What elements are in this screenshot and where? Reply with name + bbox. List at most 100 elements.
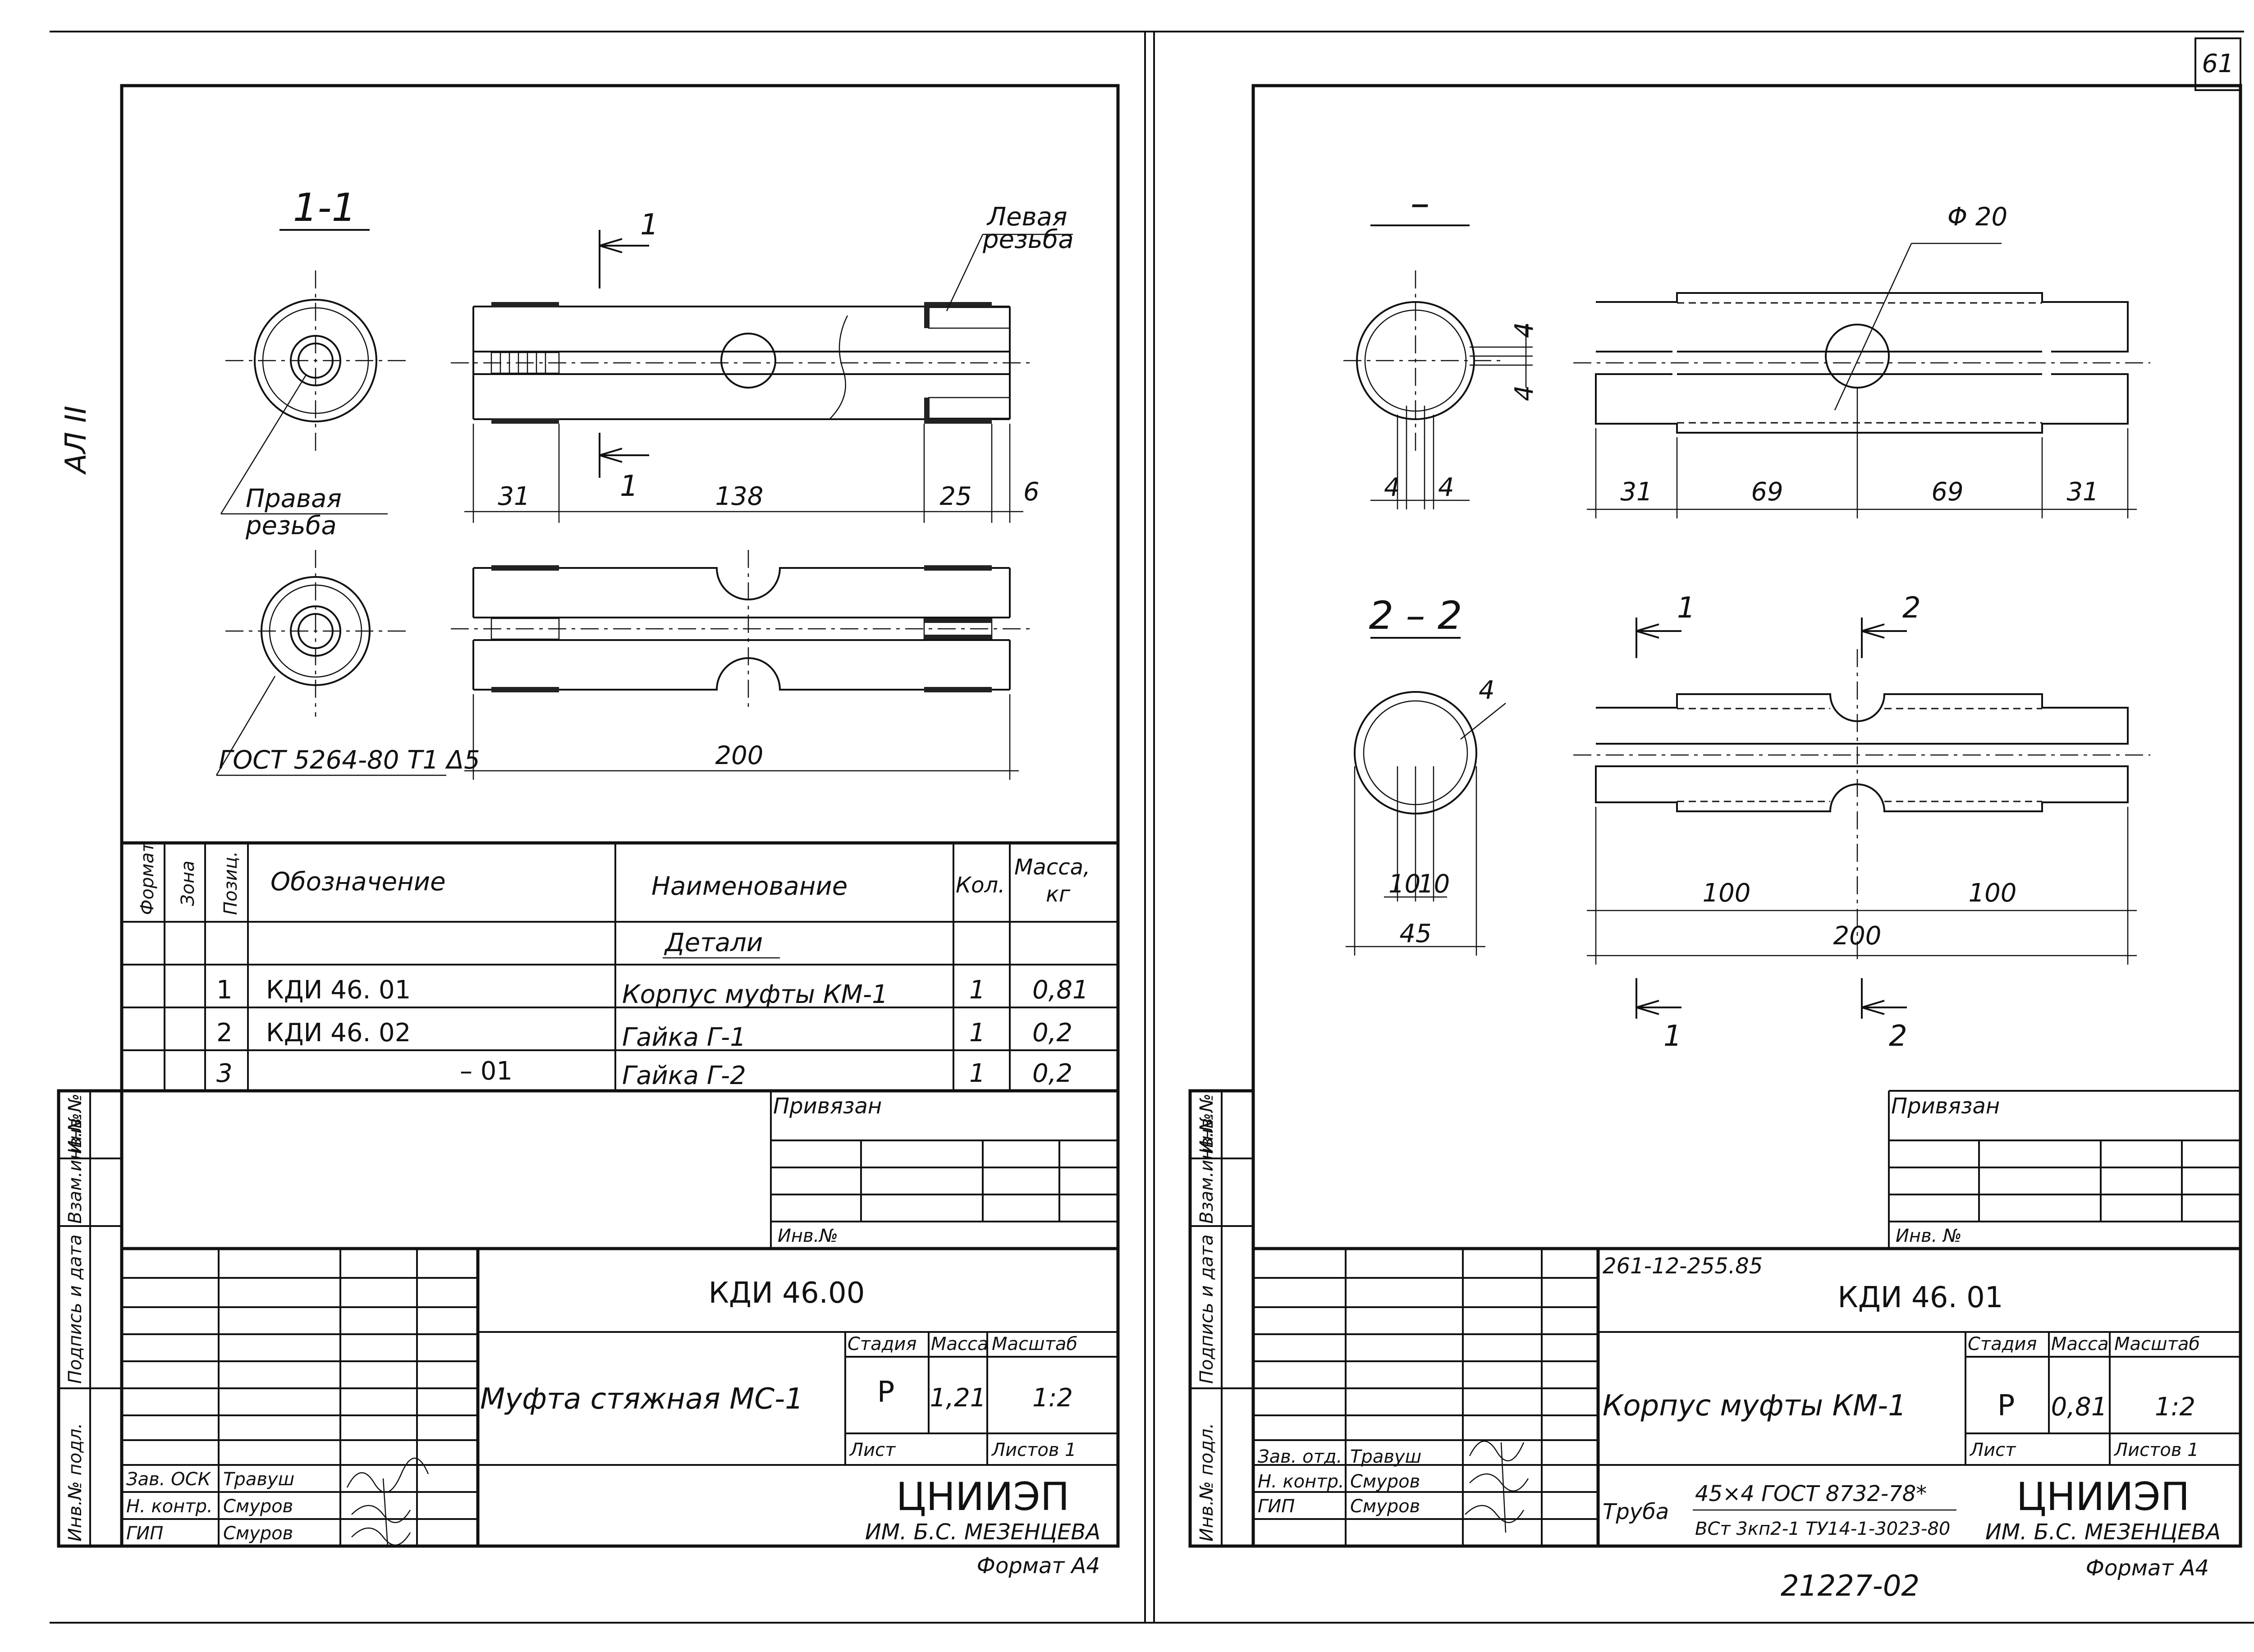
right-role-3: ГИП [1258,1496,1295,1517]
left-thread-label-1: Левая [986,202,1067,232]
right-dim-4c: 4 [1510,322,1539,338]
svg-text:0,81: 0,81 [1032,975,1089,1005]
right-stage-value: Р [1997,1389,2015,1423]
spec-col-format: Формат [137,841,158,915]
left-org-name: ЦНИИЭП [896,1474,1070,1519]
inventory-number-label: Инв.№ [778,1226,838,1246]
svg-text:– 01: – 01 [460,1057,513,1086]
right-binding-box [1888,1090,2240,1249]
right-project-code: 261-12-255.85 [1603,1254,1763,1279]
right-dim-100a: 100 [1703,879,1751,908]
right-side-strip [1188,1089,1255,1548]
right-org-sub: ИМ. Б.С. МЕЗЕНЦЕВА [1985,1519,2221,1545]
left-thread-hatch [490,352,560,374]
right-side-replace-inv: Взам.инв.№ [1196,1113,1217,1224]
left-scale-value: 1:2 [1032,1383,1073,1413]
right-thread-label-2: резьба [245,511,337,540]
right-dim-69b: 69 [1931,477,1963,507]
top-dimension-chain [464,424,1023,523]
side-inv-no: Инв.№ [65,1094,86,1154]
spec-col-mass-1: Масса, [1014,855,1090,880]
left-mass-value: 1,21 [930,1383,986,1413]
spec-col-position: Позиц. [220,851,241,915]
spec-col-qty: Кол. [956,873,1005,898]
right-doc-code: КДИ 46. 01 [1837,1281,2003,1314]
dim-6: 6 [1023,477,1040,507]
svg-text:Гайка Г-2: Гайка Г-2 [622,1061,746,1090]
right-side-inv-no: Инв.№ [1196,1094,1217,1154]
right-dim-4d: 4 [1510,385,1539,401]
spec-col-mass-2: кг [1046,882,1071,907]
right-thread-label-1: Правая [246,484,342,513]
svg-text:1: 1 [216,975,233,1005]
svg-text:1: 1 [969,975,985,1005]
left-stage-value: Р [877,1376,895,1409]
right-dim-45: 45 [1399,919,1431,948]
right-side-sign-date: Подпись и дата [1196,1235,1217,1384]
binding-box [770,1091,1118,1249]
tube-top-view [1573,243,2150,434]
left-sheet: 1-1 Правая резьба 1 1 [57,84,1120,1579]
dim-200-left: 200 [715,741,764,770]
right-person-1: Травуш [1350,1446,1421,1467]
cut-2-top-label: 2 [1902,591,1921,625]
spec-col-designation: Обозначение [270,867,446,897]
svg-text:1: 1 [969,1059,985,1088]
right-material-line-1: 45×4 ГОСТ 8732-78* [1695,1481,1927,1506]
right-col-mass: Масса [2051,1334,2109,1355]
right-part-name: Корпус муфты КМ-1 [1603,1389,1906,1423]
left-side-strip [57,1089,124,1548]
right-dim-10a: 10 [1388,869,1420,899]
side-orig-inv: Инв.№ подл. [65,1423,86,1542]
coupling-outer-view [451,550,1032,708]
left-sheet-label: Лист [849,1440,896,1460]
right-dim-31b: 31 [2066,477,2098,507]
svg-text:Корпус муфты КМ-1: Корпус муфты КМ-1 [622,980,888,1009]
svg-text:Гайка Г-1: Гайка Г-1 [622,1023,746,1052]
svg-text:1: 1 [969,1018,985,1048]
right-sheet-label: Лист [1969,1440,2016,1460]
section-cut-label-bottom: 1 [620,470,638,503]
svg-text:2: 2 [216,1018,233,1048]
right-dim-4e: 4 [1479,676,1495,705]
right-signatures [1465,1441,1529,1533]
right-view-title: – [1411,181,1430,226]
left-part-name: Муфта стяжная МС-1 [480,1382,803,1416]
right-dim-4b: 4 [1438,473,1454,502]
dim-138: 138 [715,482,764,511]
end-view-weld [215,550,446,776]
spec-col-zone: Зона [178,860,198,906]
right-person-3: Смуров [1350,1496,1420,1517]
right-dim-10b: 10 [1418,869,1450,899]
left-title-block [122,1247,1118,1546]
right-scale-value: 1:2 [2155,1392,2195,1422]
cut-2-bottom-label: 2 [1889,1020,1907,1053]
left-doc-code: КДИ 46.00 [709,1277,865,1310]
cut-1-top-label: 1 [1677,591,1695,625]
right-org-name: ЦНИИЭП [2016,1474,2190,1519]
binding-label: Привязан [773,1094,882,1119]
right-person-2: Смуров [1350,1471,1420,1492]
spec-row: 2 КДИ 46. 02 Гайка Г-1 1 0,2 [216,1018,1072,1052]
left-thread-leader [946,234,984,311]
right-dim-4a: 4 [1384,473,1400,502]
side-mark: АЛ II [60,406,93,475]
right-sheets-label: Листов 1 [2113,1440,2199,1460]
right-role-2: Н. контр. [1258,1471,1344,1492]
right-role-1: Зав. отд. [1258,1446,1342,1467]
svg-text:КДИ 46. 02: КДИ 46. 02 [266,1018,411,1048]
right-material-line-2: ВСт 3кп2-1 ТУ14-1-3023-80 [1695,1519,1950,1539]
specification-table [122,841,1118,1093]
left-org-sub: ИМ. Б.С. МЕЗЕНЦЕВА [865,1519,1100,1545]
left-person-1: Травуш [223,1469,294,1490]
left-format-label: Формат А4 [977,1553,1100,1579]
side-replace-inv: Взам.инв.№ [65,1113,86,1224]
spec-group-details: Детали [664,928,763,957]
right-title-block [1253,1247,2240,1546]
left-person-2: Смуров [223,1496,293,1517]
tube-side-view [1573,649,2150,965]
coupling-section-view [451,302,1032,424]
right-frame [1251,84,2242,1548]
